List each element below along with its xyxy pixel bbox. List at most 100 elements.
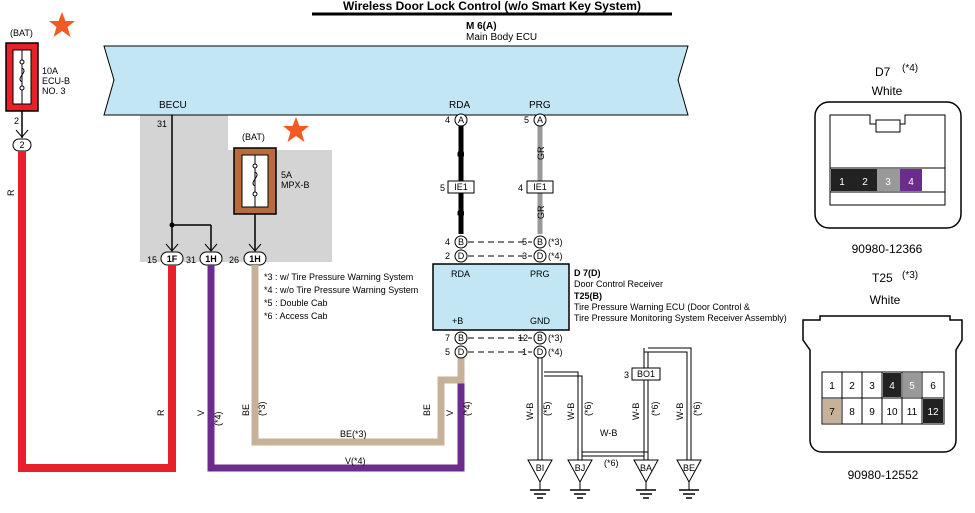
d7-pin: 3 <box>885 177 891 188</box>
wire-note-v4: V(*4) <box>345 456 366 466</box>
wire-note-n4a: (*4) <box>213 411 223 426</box>
pin-num: 3 <box>522 251 527 261</box>
pin-label: D <box>537 347 544 357</box>
fuse-ecu-b-no3: (BAT) 10A ECU-B NO. 3 <box>5 28 70 112</box>
fuse1-pin: 2 <box>14 116 19 126</box>
junction-1h-26: 26 1H <box>229 251 267 266</box>
d7-part: 90980-12366 <box>852 242 923 256</box>
wire-color-wb3: W-B <box>600 428 617 438</box>
t25-pin: 5 <box>909 381 915 392</box>
pin-label: D <box>458 347 465 357</box>
ground-label: BI <box>536 463 545 473</box>
note-3: *3 : w/ Tire Pressure Warning System <box>264 272 413 282</box>
pin-label: B <box>537 333 543 343</box>
junction-label: 1H <box>249 254 261 264</box>
ground-label: BE <box>683 463 695 473</box>
ecu-name: Main Body ECU <box>466 32 537 43</box>
pin-note: (*3) <box>548 237 563 247</box>
main-body-ecu-box <box>103 45 689 116</box>
bo1-pin: 3 <box>624 370 629 380</box>
t25-pin: 8 <box>849 407 855 418</box>
junction-pin: 26 <box>229 255 239 265</box>
t25-pin: 3 <box>869 381 875 392</box>
wire-color-wb2: W-B <box>566 403 576 420</box>
note-5: *5 : Double Cab <box>264 298 328 308</box>
pin-num: 5 <box>445 347 450 357</box>
pin-num: 4 <box>445 237 450 247</box>
receiver-t25: T25(B) <box>574 291 602 301</box>
pin-note: (*3) <box>548 333 563 343</box>
ground-bi: BI <box>527 459 553 499</box>
wire-note-be3: BE(*3) <box>340 429 367 439</box>
receiver-rda: RDA <box>451 269 470 279</box>
junction-1h-31: 31 1H <box>186 251 223 266</box>
junction-label: 1F <box>167 254 178 264</box>
pin-num: 5 <box>524 115 529 125</box>
wire-note-n3a: (*3) <box>257 401 267 416</box>
ie1-label: IE1 <box>533 182 547 192</box>
wire-color-gr2: GR <box>536 205 546 219</box>
pin-num: 2 <box>445 251 450 261</box>
pin-label: A <box>458 115 464 125</box>
connector-t25: T25 (*3) White 1 2 3 4 5 6 7 8 9 10 11 1… <box>802 270 963 482</box>
d-row-bot-1: 7 B 12 B (*3) <box>445 331 563 345</box>
pin-label: B <box>537 237 543 247</box>
ecu-prg-label: PRG <box>529 100 551 111</box>
d-row-top-1: 4 B 5 B (*3) <box>445 235 563 249</box>
wire-color-r1: R <box>6 189 16 196</box>
fuse1-rating: 10A <box>42 66 58 76</box>
wire-note-n6d: (*6) <box>692 401 702 416</box>
ie1-right: 4 IE1 <box>518 180 554 194</box>
d7-color: White <box>872 84 903 98</box>
t25-pin: 9 <box>869 407 875 418</box>
t25-pin: 6 <box>930 381 936 392</box>
d-row-top-2: 2 D 3 D (*4) <box>445 249 563 263</box>
pin-num: 5 <box>522 237 527 247</box>
receiver-prg: PRG <box>530 269 550 279</box>
star-icon <box>49 12 75 37</box>
ground-bj: BJ <box>567 459 593 499</box>
t25-title: T25 <box>872 271 893 285</box>
pin-note: (*4) <box>548 347 563 357</box>
purple-wire <box>207 265 465 472</box>
junction-1f: 15 1F <box>147 251 184 266</box>
diagram-title: Wireless Door Lock Control (w/o Smart Ke… <box>343 0 641 13</box>
d7-pin: 1 <box>839 177 845 188</box>
wire-note-n6a: (*6) <box>583 401 593 416</box>
receiver-t25-name2: Tire Pressure Monitoring System Receiver… <box>574 313 787 323</box>
red-wire <box>18 151 176 472</box>
fuse1-name1: ECU-B <box>42 76 70 86</box>
t25-pin: 12 <box>927 407 939 418</box>
d7-title: D7 <box>875 65 891 79</box>
ie1-pin: 5 <box>440 183 445 193</box>
receiver-plusb: +B <box>452 316 463 326</box>
wire-color-be2: BE <box>422 404 432 416</box>
ecu-rda-label: RDA <box>449 100 470 111</box>
wire-color-wb1: W-B <box>525 403 535 420</box>
wire-color-r2: R <box>156 409 166 416</box>
t25-pin: 10 <box>886 407 898 418</box>
ie1-left: 5 IE1 <box>440 180 475 194</box>
pin-label: B <box>458 333 464 343</box>
pin-label: A <box>537 115 543 125</box>
ie1-pin: 4 <box>518 183 523 193</box>
note-6: *6 : Access Cab <box>264 311 328 321</box>
junction-label: 1H <box>205 254 217 264</box>
receiver-box <box>432 263 570 331</box>
bo1-connector: 3 BO1 <box>624 367 661 381</box>
wire-color-v2: V <box>445 410 455 416</box>
tan-wire <box>251 265 465 446</box>
wire-note-n5a: (*5) <box>542 401 552 416</box>
wire-color-be1: BE <box>241 404 251 416</box>
ecu-becu-label: BECU <box>159 100 187 111</box>
receiver-t25-name1: Tire Pressure Warning ECU (Door Control … <box>574 302 750 312</box>
d7-pin: 4 <box>908 177 914 188</box>
pin-ecu-prg: 5 A <box>524 113 547 127</box>
fuse1-name2: NO. 3 <box>42 86 66 96</box>
receiver-d7-name: Door Control Receiver <box>574 279 663 289</box>
ground-ba: BA <box>633 459 659 499</box>
d7-note: (*4) <box>902 63 918 74</box>
note-4: *4 : w/o Tire Pressure Warning System <box>264 285 418 295</box>
ground-label: BJ <box>575 463 586 473</box>
